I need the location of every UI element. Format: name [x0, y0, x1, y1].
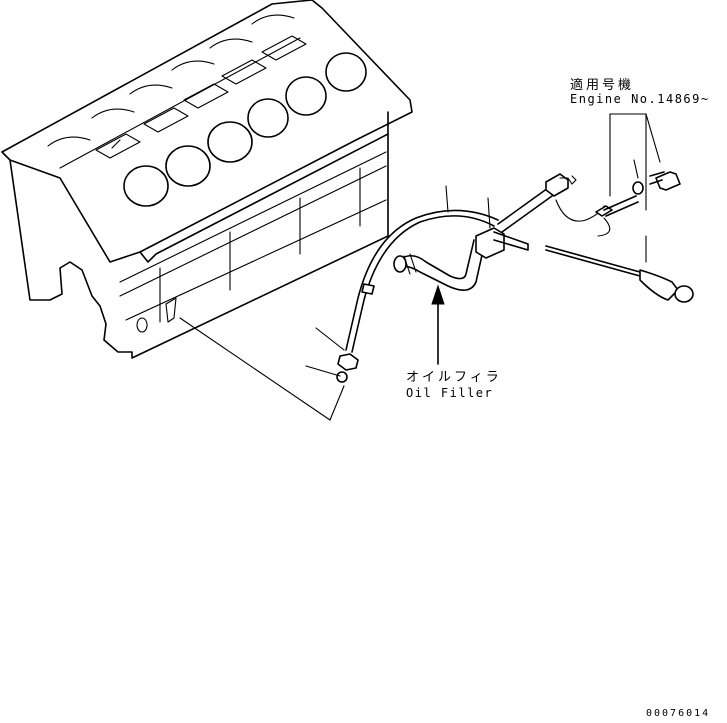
oil-filler-arrow	[431, 284, 445, 365]
engine-block	[1, 0, 413, 359]
applicable-serial-label-en: Engine No.14869~	[570, 92, 710, 106]
oil-filler-label-en: Oil Filler	[406, 386, 494, 400]
applicable-serial-label-jp: 適用号機	[570, 78, 635, 93]
leader-lines	[179, 113, 661, 421]
drawing-number: 00076014	[646, 708, 711, 719]
oil-filler-label-jp: オイルフィラ	[406, 370, 502, 385]
oil-filler-assembly	[336, 171, 694, 383]
